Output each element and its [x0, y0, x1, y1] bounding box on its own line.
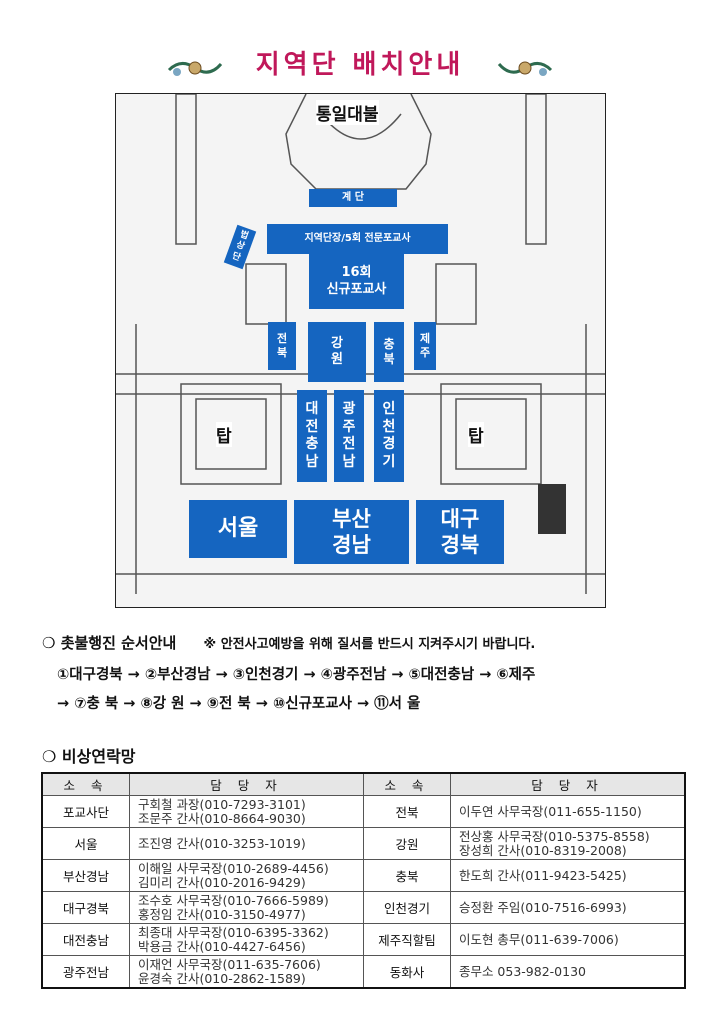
header-org: 소 속 [362, 772, 451, 796]
procession-section: ❍ 촛불행진 순서안내 ※ 안전사고예방을 위해 질서를 반드시 지켜주시기 바… [42, 632, 535, 653]
seoul-block: 서울 [189, 500, 287, 558]
org-cell-line: 대전충남 [62, 933, 109, 948]
daejeon-chungnam-block: 대 전 충 남 [297, 390, 327, 482]
chungbuk-block: 충 북 [374, 322, 404, 382]
gangwon-block: 강 원 [308, 322, 366, 382]
person-cell-line: 조수호 사무국장(010-7666-5989) [138, 892, 329, 908]
person-cell: 이해일 사무국장(010-2689-4456)김미리 간사(010-2016-9… [129, 859, 364, 892]
person-cell: 이도현 총무(011-639-7006) [449, 923, 686, 956]
person-cell-line: 조진영 간사(010-3253-1019) [138, 835, 306, 851]
person-cell-line: 이두연 사무국장(011-655-1150) [458, 803, 642, 819]
procession-order-line2: → ⑦충 북 → ⑧강 원 → ⑨전 북 → ⑩신규포교사 → ⑪서 울 [57, 696, 421, 712]
person-cell-line: 홍정임 간사(010-3150-4977) [138, 906, 306, 922]
person-cell-line: 전상홍 사무국장(010-5375-8558) [458, 828, 650, 844]
seating-map: 통일대불 계 단 법 상 단 지역단장/5회 전문포교사 16회 신규포교사 전… [115, 93, 606, 608]
table-row: 포교사단 구회철 과장(010-7293-3101)조문주 간사(010-8664… [41, 795, 686, 828]
org-cell: 포교사단 [41, 795, 130, 828]
contacts-section: ❍ 비상연락망 [42, 743, 136, 767]
org-cell: 서울 [41, 827, 130, 860]
org-cell: 광주전남 [41, 955, 130, 989]
org-cell-line: 대구경북 [62, 901, 109, 916]
right-tower-label: 탑 [468, 422, 484, 447]
bullet-circle-icon: ❍ [42, 747, 57, 766]
org-cell: 부산경남 [41, 859, 130, 892]
table-row: 대전충남 최종대 사무국장(010-6395-3362)박용금 간사(010-44… [41, 923, 686, 956]
org-cell-line: 강원 [395, 837, 419, 852]
safety-note: ※ 안전사고예방을 위해 질서를 반드시 지켜주시기 바랍니다. [203, 637, 536, 652]
person-cell-line: 박용금 간사(010-4427-6456) [138, 938, 306, 954]
table-row: 부산경남 이해일 사무국장(010-2689-4456)김미리 간사(010-20… [41, 859, 686, 892]
contacts-heading: 비상연락망 [61, 747, 136, 766]
ornament-right-icon [497, 61, 553, 76]
busan-gyeongnam-block: 부산 경남 [294, 500, 409, 564]
table-header-row: 소 속 담 당 자 소 속 담 당 자 [41, 772, 686, 796]
new-missionaries-block: 16회 신규포교사 [309, 254, 404, 309]
org-cell-line: 충북 [395, 869, 419, 884]
person-cell-line: 이도현 총무(011-639-7006) [458, 931, 619, 947]
person-cell: 승정환 주임(010-7516-6993) [449, 891, 686, 924]
org-cell: 강원 [362, 827, 451, 860]
org-cell-line: 인천경기 [383, 901, 430, 916]
procession-order-line1: ①대구경북 → ②부산경남 → ③인천경기 → ④광주전남 → ⑤대전충남 → … [57, 667, 536, 683]
person-cell: 한도희 간사(011-9423-5425) [449, 859, 686, 892]
org-cell-line: 광주전남 [62, 965, 109, 980]
person-cell-line: 이해일 사무국장(010-2689-4456) [138, 860, 329, 876]
person-cell-line: 승정환 주임(010-7516-6993) [458, 899, 627, 915]
person-cell-line: 최종대 사무국장(010-6395-3362) [138, 924, 329, 940]
org-cell: 인천경기 [362, 891, 451, 924]
page-title: 지역단 배치안내 [255, 50, 465, 80]
person-cell-line: 구회철 과장(010-7293-3101) [138, 796, 306, 812]
header-person: 담 당 자 [129, 772, 364, 796]
org-cell: 전북 [362, 795, 451, 828]
org-cell-line: 제주직할팀 [378, 933, 436, 948]
left-tower-label: 탑 [216, 422, 232, 447]
person-cell: 구회철 과장(010-7293-3101)조문주 간사(010-8664-903… [129, 795, 364, 828]
person-cell: 조수호 사무국장(010-7666-5989)홍정임 간사(010-3150-4… [129, 891, 364, 924]
ornament-left-icon [167, 61, 223, 76]
org-cell-line: 전북 [395, 805, 419, 820]
unification-buddha-label: 통일대불 [316, 100, 379, 125]
head-block: 지역단장/5회 전문포교사 [267, 224, 448, 254]
person-cell-line: 종무소 053-982-0130 [458, 963, 586, 979]
jeju-block: 제 주 [414, 322, 436, 370]
person-cell-line: 이재언 사무국장(011-635-7606) [138, 956, 321, 972]
gwangju-jeonnam-block: 광 주 전 남 [334, 390, 364, 482]
org-cell-line: 동화사 [389, 965, 425, 980]
person-cell-line: 김미리 간사(010-2016-9429) [138, 874, 306, 890]
procession-heading: 촛불행진 순서안내 [60, 634, 177, 652]
person-cell: 이재언 사무국장(011-635-7606)윤경숙 간사(010-2862-15… [129, 955, 364, 989]
person-cell: 이두연 사무국장(011-655-1150) [449, 795, 686, 828]
incheon-gyeonggi-block: 인 천 경 기 [374, 390, 404, 482]
person-cell-line: 조문주 간사(010-8664-9030) [138, 810, 306, 826]
person-cell: 최종대 사무국장(010-6395-3362)박용금 간사(010-4427-6… [129, 923, 364, 956]
org-cell-line: 포교사단 [62, 805, 109, 820]
person-cell: 조진영 간사(010-3253-1019) [129, 827, 364, 860]
table-row: 서울 조진영 간사(010-3253-1019) 강원 전상홍 사무국장(010-53… [41, 827, 686, 860]
person-cell-line: 윤경숙 간사(010-2862-1589) [138, 970, 306, 986]
org-cell-line: 부산경남 [62, 869, 109, 884]
daegu-gyeongbuk-block: 대구 경북 [416, 500, 504, 564]
jeonbuk-block: 전 북 [268, 322, 296, 370]
org-cell: 충북 [362, 859, 451, 892]
org-cell: 대전충남 [41, 923, 130, 956]
org-cell: 제주직할팀 [362, 923, 451, 956]
person-cell: 종무소 053-982-0130 [449, 955, 686, 989]
table-row: 대구경북 조수호 사무국장(010-7666-5989)홍정임 간사(010-31… [41, 891, 686, 924]
org-cell: 동화사 [362, 955, 451, 989]
person-cell-line: 장성희 간사(010-8319-2008) [458, 842, 627, 858]
person-cell-line: 한도희 간사(011-9423-5425) [458, 867, 627, 883]
contacts-table: 소 속 담 당 자 소 속 담 당 자 포교사단 구회철 과장(010-7293-… [41, 772, 686, 989]
bullet-circle-icon: ❍ [42, 634, 56, 652]
person-cell: 전상홍 사무국장(010-5375-8558)장성희 간사(010-8319-2… [449, 827, 686, 860]
org-cell: 대구경북 [41, 891, 130, 924]
header-person: 담 당 자 [449, 772, 686, 796]
table-row: 광주전남 이재언 사무국장(011-635-7606)윤경숙 간사(010-286… [41, 955, 686, 989]
header-org: 소 속 [41, 772, 130, 796]
org-cell-line: 서울 [74, 837, 98, 852]
stairs-block: 계 단 [309, 189, 397, 207]
